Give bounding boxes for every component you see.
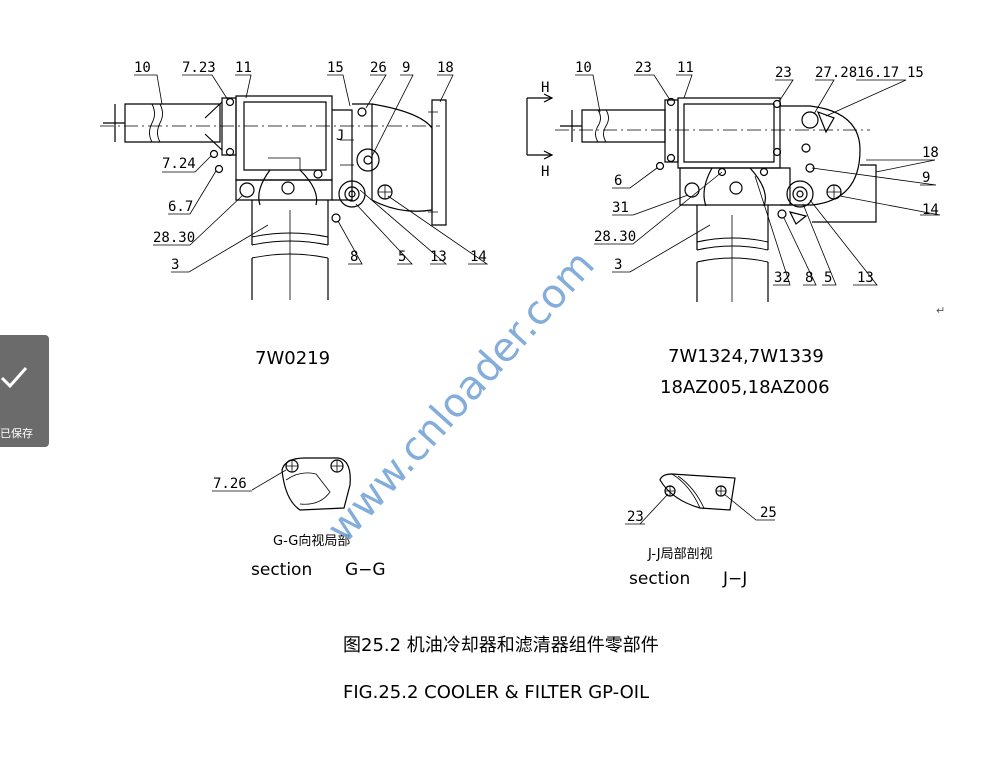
- left-label-8: 8: [350, 249, 358, 265]
- right-label-10: 10: [575, 60, 592, 76]
- right-part-labels: 10 23 11 23 27.28 16.17 15 18 9 14 6 31 …: [541, 60, 939, 286]
- caption-en: FIG.25.2 COOLER & FILTER GP-OIL: [343, 682, 649, 703]
- section-h-bottom: H: [541, 164, 549, 180]
- right-label-6: 6: [614, 173, 622, 189]
- left-assembly-view: [100, 95, 447, 300]
- left-model-number: 7W0219: [255, 348, 330, 369]
- jj-label-25: 25: [760, 505, 777, 521]
- left-leaders: [134, 74, 489, 273]
- right-label-18: 18: [922, 145, 939, 161]
- section-jj-drawing: [625, 473, 775, 525]
- left-label-9: 9: [402, 60, 410, 76]
- right-assembly-view: [526, 93, 877, 302]
- save-status-label: 已保存: [0, 427, 33, 440]
- gg-title-cn: G-G向视局部: [273, 533, 350, 549]
- watermark-text: www.cnloader.com: [318, 242, 603, 552]
- right-model-line1: 7W1324,7W1339: [668, 346, 824, 367]
- left-label-7-23: 7.23: [182, 60, 216, 76]
- right-label-23a: 23: [635, 60, 652, 76]
- right-label-9: 9: [922, 170, 930, 186]
- right-label-23b: 23: [775, 65, 792, 81]
- gg-title-en: section: [251, 560, 312, 580]
- left-label-7-24: 7.24: [162, 156, 196, 172]
- jj-title-en: section: [629, 569, 690, 589]
- left-label-28-30: 28.30: [153, 230, 195, 246]
- return-mark: ↵: [936, 304, 945, 317]
- checkmark-icon: [0, 367, 28, 389]
- gg-label-7-26: 7.26: [213, 476, 247, 492]
- right-label-8: 8: [805, 270, 813, 286]
- right-label-3: 3: [614, 257, 622, 273]
- left-label-18: 18: [437, 60, 454, 76]
- right-label-27-28: 27.28: [815, 65, 857, 81]
- right-label-15: 15: [907, 65, 924, 81]
- right-label-11: 11: [677, 60, 694, 76]
- right-label-14: 14: [922, 202, 939, 218]
- right-label-31: 31: [612, 200, 629, 216]
- right-label-16-17: 16.17: [857, 65, 899, 81]
- left-label-13: 13: [430, 249, 447, 265]
- left-label-26: 26: [370, 60, 387, 76]
- left-label-5: 5: [398, 249, 406, 265]
- jj-title-code: J−J: [722, 569, 747, 589]
- right-label-5: 5: [824, 270, 832, 286]
- left-label-10: 10: [134, 60, 151, 76]
- section-gg-drawing: [212, 457, 351, 511]
- section-h-top: H: [541, 80, 549, 96]
- left-label-3: 3: [171, 257, 179, 273]
- right-label-13: 13: [857, 270, 874, 286]
- save-status-badge[interactable]: 已保存: [0, 335, 49, 447]
- gg-title-code: G−G: [345, 560, 386, 580]
- jj-label-23: 23: [627, 509, 644, 525]
- jj-title-cn: J-J局部剖视: [647, 547, 713, 562]
- caption-cn: 图25.2 机油冷却器和滤清器组件零部件: [343, 635, 659, 656]
- right-label-32: 32: [774, 270, 791, 286]
- right-leaders: [575, 74, 941, 286]
- left-label-6-7: 6.7: [168, 199, 193, 215]
- left-label-15: 15: [327, 60, 344, 76]
- left-label-14: 14: [470, 249, 487, 265]
- left-j-marker: J: [336, 128, 344, 144]
- right-model-line2: 18AZ005,18AZ006: [660, 377, 830, 398]
- left-part-labels: 10 7.23 11 15 26 9 18 7.24 6.7 28.30 3 8…: [134, 60, 487, 273]
- right-label-28-30: 28.30: [594, 229, 636, 245]
- left-label-11: 11: [235, 60, 252, 76]
